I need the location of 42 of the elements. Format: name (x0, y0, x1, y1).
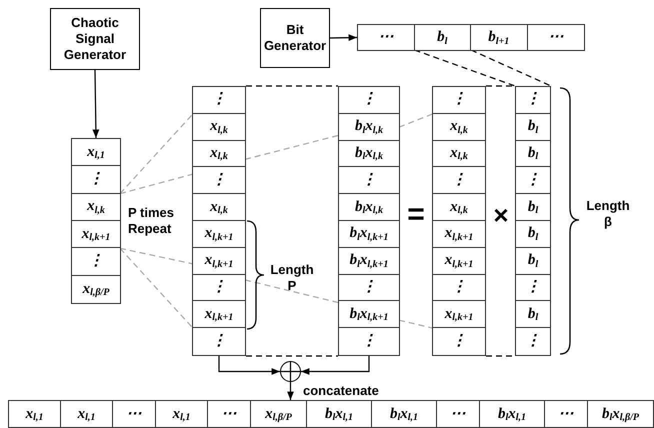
arrow (218, 356, 280, 375)
length-label: Length β (585, 198, 631, 230)
dashed-guide-line (120, 248, 194, 329)
dashed-guide-line (398, 320, 434, 329)
sequence-element: x$_{l,k}$ (193, 140, 245, 168)
vector-column (71, 138, 121, 304)
arrow (301, 356, 370, 375)
dashed-guide-line (470, 49, 552, 87)
bit-sequence-row (357, 24, 585, 51)
concatenation-operator (280, 361, 301, 382)
dashed-guide-line (244, 279, 340, 304)
sequence-element: x$_{l,k}$ (72, 194, 120, 221)
arrow (287, 382, 294, 400)
vector-column (515, 86, 551, 356)
length-label: Length P (269, 262, 315, 294)
equals-sign: = (406, 200, 426, 230)
dashed-guide-line (414, 49, 516, 87)
generator-box: Chaotic Signal Generator (50, 8, 140, 70)
operator-label: concatenate (303, 384, 379, 397)
dashed-guide-line (244, 134, 340, 160)
dashed-guide-line (486, 355, 515, 357)
vector-column (432, 86, 486, 356)
vector-column (338, 86, 400, 356)
arrow (92, 70, 100, 138)
dashed-guide-line (120, 248, 194, 264)
output-sequence-row (8, 400, 654, 428)
dashed-guide-line (398, 113, 434, 128)
dashed-guide-line (486, 85, 515, 87)
sequence-element: b$_{l}$x$_{l,k}$ (339, 140, 399, 168)
sequence-element: b$_{l}$ (516, 140, 550, 168)
arrow (330, 34, 358, 42)
vector-column (192, 86, 246, 356)
repeat-label: P times Repeat (128, 205, 176, 238)
sequence-element: ⋮ (433, 274, 485, 302)
multiply-sign: × (492, 202, 510, 228)
dashed-guide-line (120, 174, 194, 194)
sequence-element: ⋮ (193, 274, 245, 302)
dashed-guide-line (246, 355, 338, 357)
dashed-guide-line (120, 113, 194, 194)
dashed-guide-line (246, 85, 338, 87)
generator-box: Bit Generator (260, 8, 330, 68)
sequence-element: ⋮ (516, 274, 550, 302)
